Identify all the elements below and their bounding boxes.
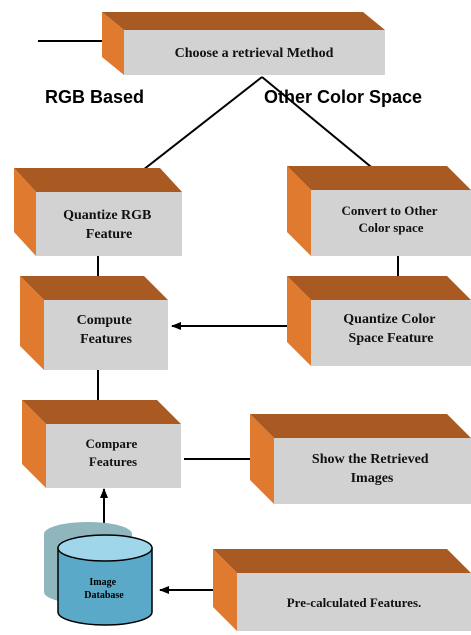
- box-compute-features: Compute Features: [20, 276, 168, 370]
- box-show-retrieved-line-2: Images: [351, 471, 394, 486]
- box-quantize-color-line-1: Quantize Color: [343, 312, 435, 327]
- box-convert-other-line-2: Color space: [358, 220, 423, 235]
- svg-text:Compute Features: Compute Features: [77, 313, 136, 347]
- svg-text:Choose a retrieval Method: Choose a retrieval Method: [175, 46, 334, 61]
- box-quantize-color: Quantize Color Space Feature: [287, 276, 471, 366]
- box-compute-features-line-2: Features: [80, 332, 132, 347]
- label-other-color-space: Other Color Space: [264, 87, 422, 107]
- database-label-line-2: Database: [84, 590, 124, 601]
- box-precalculated-line-1: Pre-calculated Features.: [287, 595, 422, 610]
- box-precalculated: Pre-calculated Features.: [213, 549, 471, 631]
- box-show-retrieved: Show the Retrieved Images: [250, 414, 471, 504]
- box-show-retrieved-line-1: Show the Retrieved: [312, 452, 429, 467]
- box-convert-other: Convert to Other Color space: [287, 166, 471, 256]
- box-compare-features-line-1: Compare: [85, 436, 137, 451]
- box-choose-method: Choose a retrieval Method: [102, 12, 385, 75]
- svg-text:Convert to Other Color s: Convert to Other Color space: [341, 203, 440, 235]
- svg-text:Image Database: Image Database: [84, 577, 124, 601]
- box-quantize-rgb-line-2: Feature: [86, 227, 132, 242]
- database-cylinder: [57, 534, 153, 626]
- svg-text:Compare Features: Compare Features: [85, 436, 140, 469]
- label-rgb-based: RGB Based: [45, 87, 144, 107]
- box-quantize-color-line-2: Space Feature: [349, 331, 434, 346]
- box-choose-method-line-1: Choose a retrieval Method: [175, 46, 334, 61]
- box-quantize-rgb: Quantize RGB Feature: [14, 168, 182, 256]
- svg-text:Pre-calculated Features.: Pre-calculated Features.: [287, 595, 422, 610]
- database-label-line-1: Image: [89, 577, 116, 588]
- svg-text:Quantize Color Space Fea: Quantize Color Space Feature: [343, 312, 438, 346]
- box-quantize-rgb-line-1: Quantize RGB: [63, 208, 151, 223]
- image-database: Image Database: [44, 522, 153, 626]
- box-compare-features-line-2: Features: [89, 454, 137, 469]
- svg-text:Quantize RGB Feature: Quantize RGB Feature: [63, 208, 155, 242]
- svg-text:Show the Retrieved Image: Show the Retrieved Images: [312, 452, 432, 486]
- box-compute-features-line-1: Compute: [77, 313, 132, 328]
- box-compare-features: Compare Features: [22, 400, 181, 488]
- box-convert-other-line-1: Convert to Other: [341, 203, 437, 218]
